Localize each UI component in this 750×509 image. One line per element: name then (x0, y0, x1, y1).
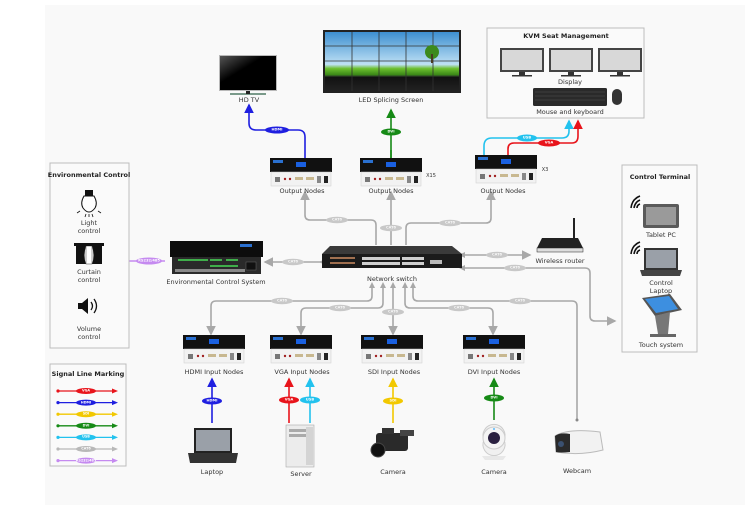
dvi-pill (381, 128, 401, 136)
kvm-display-label: Display (558, 78, 582, 86)
camcorder-icon (370, 428, 414, 458)
output-nodes-label-3: Output Nodes (480, 187, 526, 195)
security-camera-icon (554, 418, 604, 455)
env-control-title: Environmental Control (47, 171, 131, 179)
cat6-pill-label: CAT6 (385, 225, 397, 230)
legend-item-usb (56, 434, 118, 441)
output-nodes-label-1: Output Nodes (279, 187, 325, 195)
cat6-pill-label: CAT6 (453, 305, 465, 310)
kvm-title: KVM Seat Management (523, 32, 609, 40)
laptop-label: Laptop (200, 468, 224, 476)
hdmi-pill-label: HDMI (271, 127, 283, 132)
hdmi-input-nodes-label: HDMI Input Nodes (184, 368, 244, 376)
output-nodes-count-3: X3 (541, 167, 549, 173)
keyboard-icon (533, 88, 607, 106)
cat6-pill-label: CAT6 (444, 220, 456, 225)
legend-item-label: CAT6 (81, 446, 91, 451)
laptop-icon (640, 248, 682, 276)
dvi-input-node (463, 335, 525, 364)
legend-item-rs232485 (56, 457, 118, 464)
lightbulb-icon (76, 190, 102, 218)
cat6-pill-label: CAT6 (509, 265, 521, 270)
legend-item-label: SDI (82, 411, 90, 416)
hd-tv-label: HD TV (238, 96, 260, 104)
dvi-pill-label: DVI (387, 129, 395, 134)
cat6-pill-label: CAT6 (491, 252, 503, 257)
env-item-volume: Volume control (76, 325, 102, 342)
sdi-input-pill-label: SDI (389, 398, 397, 403)
legend-item-vga (56, 388, 118, 394)
legend-title: Signal Line Marking (51, 370, 125, 378)
cat6-pill-label: CAT6 (331, 217, 343, 222)
legend-item-hdmi (56, 399, 118, 406)
output-nodes-label-2: Output Nodes (368, 187, 414, 195)
vga-input-node (270, 335, 332, 364)
output-nodes-count-2: X15 (426, 173, 436, 179)
vga-pill-label: VGA (544, 140, 554, 145)
sdi-input-node (361, 335, 423, 364)
env-item-light: Light control (77, 219, 101, 236)
wireless-router-icon (536, 218, 584, 253)
legend-item-cat6 (56, 446, 118, 452)
cat6-pill-label: CAT6 (276, 298, 288, 303)
vga-input-nodes-label: VGA Input Nodes (274, 368, 330, 376)
output-node-3 (475, 155, 537, 184)
hdmi-input-pill-label: HDMI (206, 398, 218, 403)
webcam-icon (482, 423, 506, 460)
dvi-input-pill-label: DVI (490, 395, 498, 400)
cat6-pill-label: CAT6 (387, 309, 399, 314)
kvm-displays (500, 48, 642, 77)
hdmi-pill (265, 126, 289, 134)
sdi-input-nodes-label: SDI Input Nodes (367, 368, 421, 376)
camera-label-2: Camera (481, 468, 507, 476)
hdmi-input-node (183, 335, 245, 364)
legend-lines (56, 388, 118, 464)
output-node-2 (360, 158, 422, 187)
usb-input-pill-label: USB (305, 397, 315, 402)
rs-pill-label: RS232/485 (138, 258, 160, 263)
kiosk-icon (642, 294, 682, 337)
legend-item-dvi (56, 422, 118, 429)
env-control-system-icon (170, 241, 263, 274)
kvm-mouse-keyboard-label: Mouse and keyboard (536, 108, 604, 116)
wifi-icon (630, 195, 641, 255)
vga-input-pill-label: VGA (284, 397, 294, 402)
env-item-curtain: Curtain control (77, 268, 101, 285)
laptop-source-icon (188, 428, 238, 463)
terminal-item-tablet: Tablet PC (646, 231, 676, 239)
usb-pill-label: USB (522, 135, 532, 140)
camera-label-1: Camera (380, 468, 406, 476)
speaker-icon (78, 298, 98, 314)
dvi-input-nodes-label: DVI Input Nodes (467, 368, 521, 376)
control-terminal-title: Control Terminal (629, 173, 691, 181)
legend-item-label: VGA (81, 388, 91, 393)
terminal-item-laptop: Control Laptop (649, 279, 673, 296)
env-control-system-label: Environmental Control System (166, 278, 266, 286)
legend-item-label: RS232/485 (75, 458, 97, 463)
cat6-pill-label: CAT6 (287, 259, 299, 264)
led-splicing-screen-icon (323, 30, 461, 93)
node-devices (183, 155, 537, 364)
legend-item-label: DVI (82, 423, 90, 428)
legend-item-label: HDMI (80, 400, 92, 405)
led-screen-label: LED Splicing Screen (358, 96, 424, 104)
legend-item-sdi (56, 411, 118, 418)
hd-tv-icon (219, 55, 277, 95)
mouse-icon (612, 89, 622, 105)
output-node-1 (270, 158, 332, 187)
server-label: Server (290, 470, 312, 478)
cat6-pill-label: CAT6 (334, 305, 346, 310)
server-icon (285, 424, 315, 468)
legend-item-label: USB (82, 434, 90, 439)
tablet-icon (643, 204, 679, 228)
cat6-pill-label: CAT6 (514, 298, 526, 303)
cat6-pills (271, 216, 531, 316)
curtain-icon (74, 243, 104, 265)
wireless-router-label: Wireless router (535, 257, 585, 265)
terminal-item-touch: Touch system (638, 341, 684, 349)
network-switch-icon (322, 246, 462, 268)
network-switch-label: Network switch (367, 275, 417, 283)
webcam-label: Webcam (562, 467, 592, 475)
